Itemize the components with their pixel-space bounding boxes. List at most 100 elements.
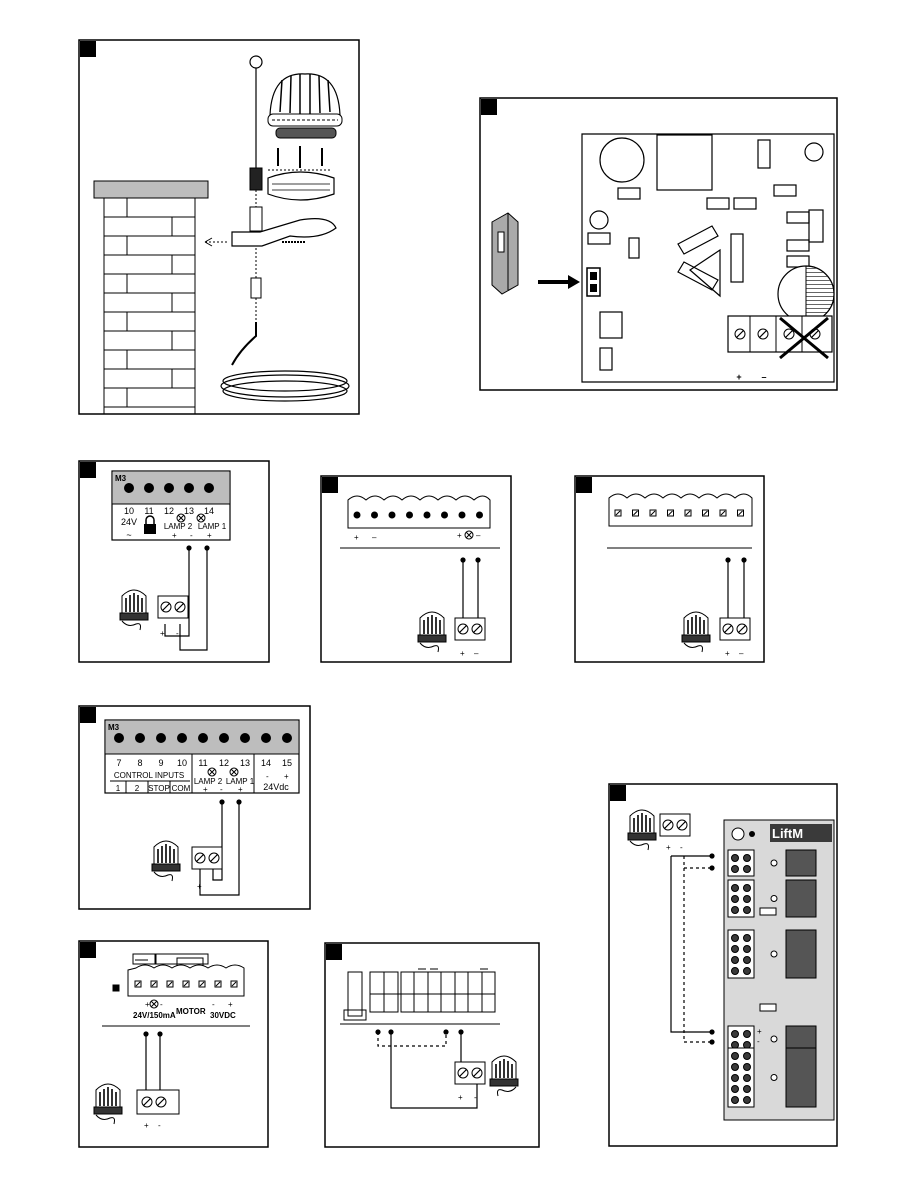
terminal-modules [343,968,496,1021]
terminal-screw [743,1085,751,1093]
terminal-screw [731,1052,739,1060]
polarity-minus: - [680,843,683,852]
panel-7-wiring: + - - + 24V/150mA MOTOR 30VDC + - [78,940,269,1148]
polarity-plus: + [144,1121,149,1130]
lamp-terminal-block [157,595,189,619]
terminal-number: 10 [177,758,187,768]
lamp-dome [267,73,343,139]
terminal-dots [353,511,483,519]
polarity-minus: – [372,533,377,542]
terminal-dot [476,511,483,519]
polarity-plus: + [203,785,208,794]
terminal-number: 15 [282,758,292,768]
polarity-minus: - [757,1037,760,1046]
input-cell-1: 1 [116,784,121,793]
input-cell-com: COM [172,784,191,793]
panel-2-board-jumper: + – [479,97,838,391]
wall-bracket [204,206,337,247]
terminal-screw [731,967,739,975]
panel-1-marker [80,41,96,57]
lamp1-label: LAMP 1 [226,777,255,786]
terminal-dot [156,733,166,743]
brand-plate [770,824,832,842]
terminal-screw [743,1030,751,1038]
lamp-terminal-block [719,617,751,641]
terminal-dot [114,733,124,743]
polarity-minus: - [212,1000,215,1009]
panel-5-wiring: + – [574,475,765,663]
terminal-screw [731,895,739,903]
terminal-dot [441,511,448,519]
terminal-dot [184,483,194,493]
lamp-symbol-icon [207,767,239,777]
terminal-block [727,849,755,877]
board-components [112,953,209,992]
polarity-plus: + [172,531,177,540]
terminal-number: 14 [204,506,214,516]
lamp-symbol-icon [176,513,206,523]
ac-symbol: ~ [126,530,131,540]
input-cell-stop: STOP [148,784,170,793]
panel-3-marker [80,462,96,478]
wires [725,557,747,618]
polarity-plus: + [284,772,289,781]
lamp-symbol-icon [149,999,159,1009]
terminal-screw [743,854,751,862]
terminal-number: 13 [240,758,250,768]
wires [670,853,715,1045]
antenna [249,55,263,208]
polarity-plus: + [457,531,462,540]
polarity-plus: + [228,1000,233,1009]
terminal-dot [388,511,396,519]
m3-label: M3 [115,474,127,483]
terminal-dot [240,733,250,743]
terminal-screw [743,884,751,892]
terminal-screw [743,1096,751,1104]
arrow-icon [538,275,580,289]
panel-9-wiring: + - LiftM + - [608,783,838,1147]
terminal-screw [731,865,739,873]
lamp-rating-label: 24V/150mA [133,1011,176,1020]
panel-2-marker [481,99,497,115]
terminal-strip [347,495,491,529]
terminal-number: 12 [219,758,229,768]
terminal-screw [743,865,751,873]
terminal-dot [371,511,378,519]
terminal-screw [743,1063,751,1071]
board-component [759,907,777,916]
terminal-screw [731,906,739,914]
svg-text:–: – [761,372,766,382]
polarity-minus: – [739,649,744,658]
table-dividers [110,754,255,793]
terminal-dot [458,511,466,519]
polarity-minus: - [212,875,215,884]
terminal-strip [608,493,753,527]
terminal-screws [614,509,744,517]
terminal-dot [423,511,431,519]
lamp-symbol-icon [464,530,474,540]
polarity-plus: + [354,533,359,542]
motor-voltage-label: 30VDC [210,1011,236,1020]
terminal-screw [743,934,751,942]
polarity-plus: + [207,531,212,540]
board-connector [785,849,817,877]
svg-text:+: + [736,372,741,382]
wires [460,557,481,618]
terminal-number: 14 [261,758,271,768]
motor-label: MOTOR [176,1007,206,1016]
terminal-screw [731,956,739,964]
wires [375,1029,478,1109]
terminal-screw [731,1085,739,1093]
polarity-minus: - [190,531,193,540]
board-connector [785,879,817,918]
terminal-number: 11 [198,758,207,768]
board-terminal-blocks [727,849,817,1108]
m3-label: M3 [108,723,120,732]
board-terminal-block: + – [727,315,833,382]
lamp-terminal-block [659,813,691,837]
terminal-dot [164,483,174,493]
polarity-minus: - [474,1093,477,1102]
terminal-dot [124,483,134,493]
